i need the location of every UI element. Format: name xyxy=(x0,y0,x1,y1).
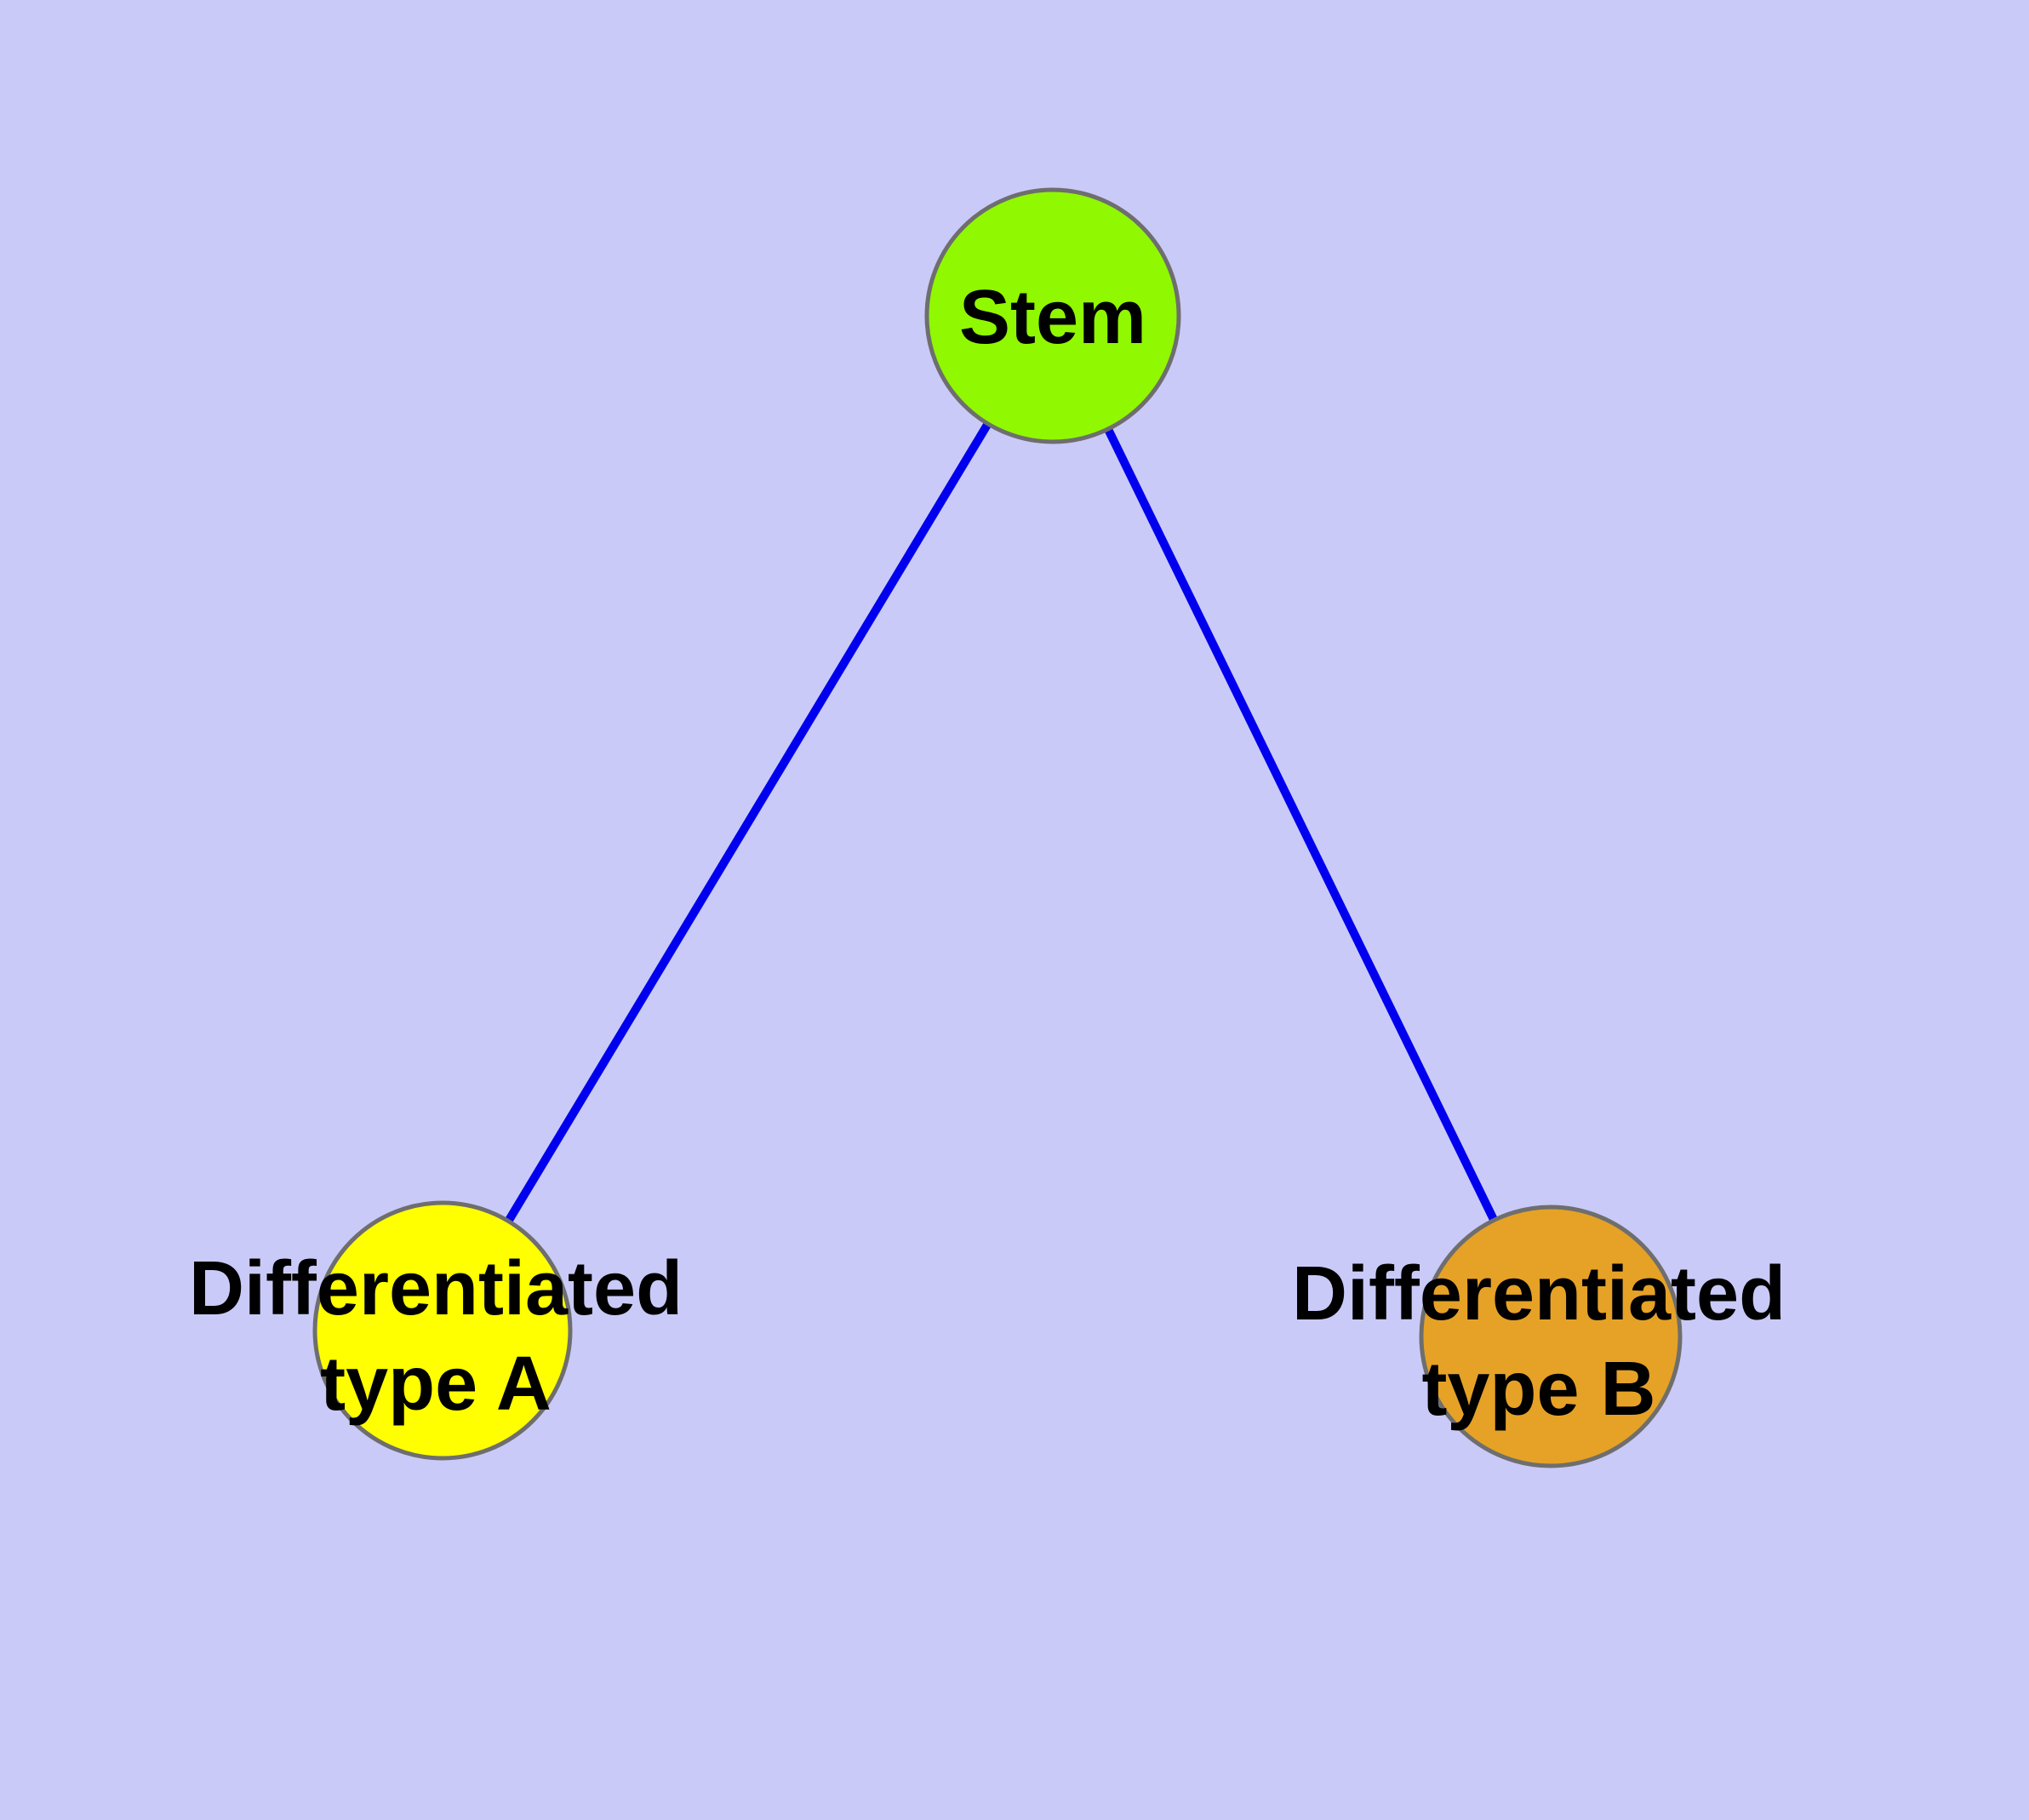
edge-stem-to-type-b xyxy=(1049,313,1555,1339)
node-circle-type-b xyxy=(1419,1205,1683,1468)
node-circle-stem xyxy=(924,187,1181,444)
node-circle-type-a xyxy=(312,1200,573,1461)
edge-stem-to-type-a xyxy=(438,313,1057,1333)
